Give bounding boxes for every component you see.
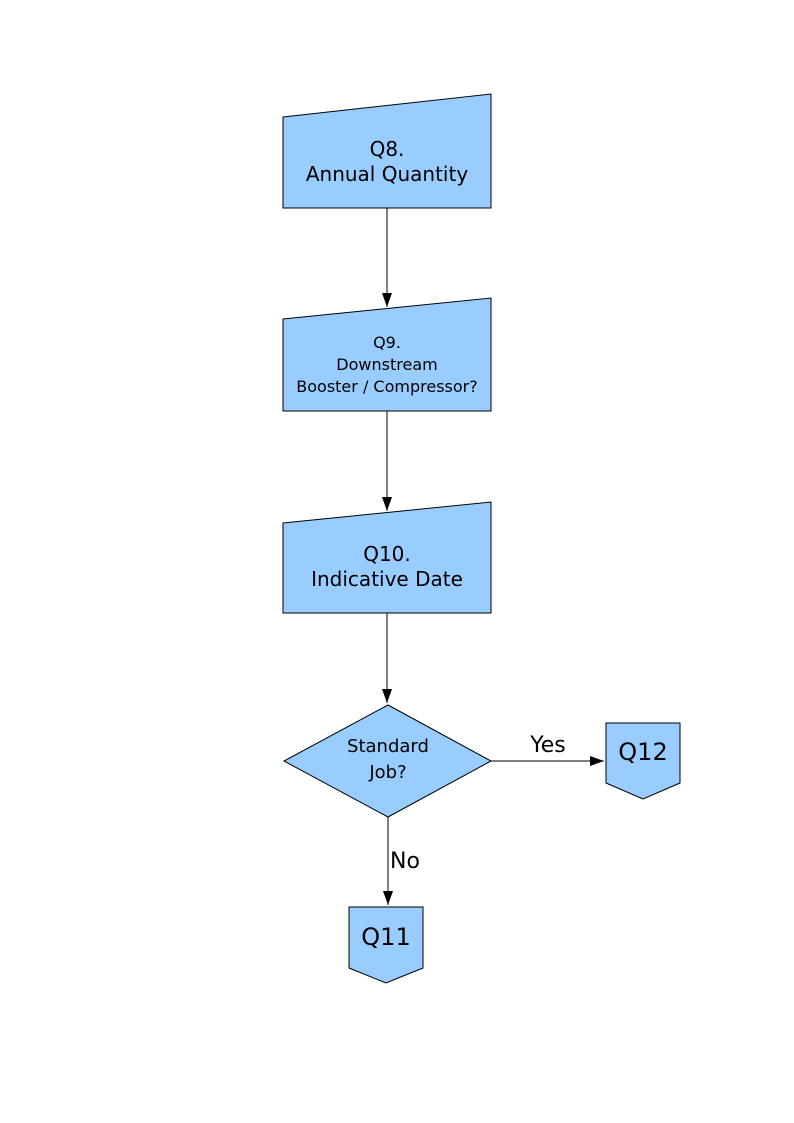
node-q10-label: Q10. Indicative Date [311, 542, 463, 591]
node-q11-label: Q11 [361, 923, 411, 951]
node-q12-label: Q12 [618, 738, 668, 766]
node-standard-job-decision-shape [282, 704, 493, 818]
node-q11-offpage-connector-shape [348, 906, 424, 984]
connector-no-label: No [390, 849, 420, 874]
node-q9-shape [282, 297, 492, 412]
node-q8-label: Q8. Annual Quantity [305, 137, 469, 186]
node-q10-shape [282, 501, 492, 614]
node-standard-job-label: Standard Job? [347, 736, 429, 783]
node-q12-offpage-connector-shape [605, 722, 681, 800]
connector-yes-label: Yes [530, 733, 566, 758]
node-q9-label: Q9. Downstream Booster / Compressor? [296, 333, 478, 396]
node-q8-shape [282, 93, 492, 209]
